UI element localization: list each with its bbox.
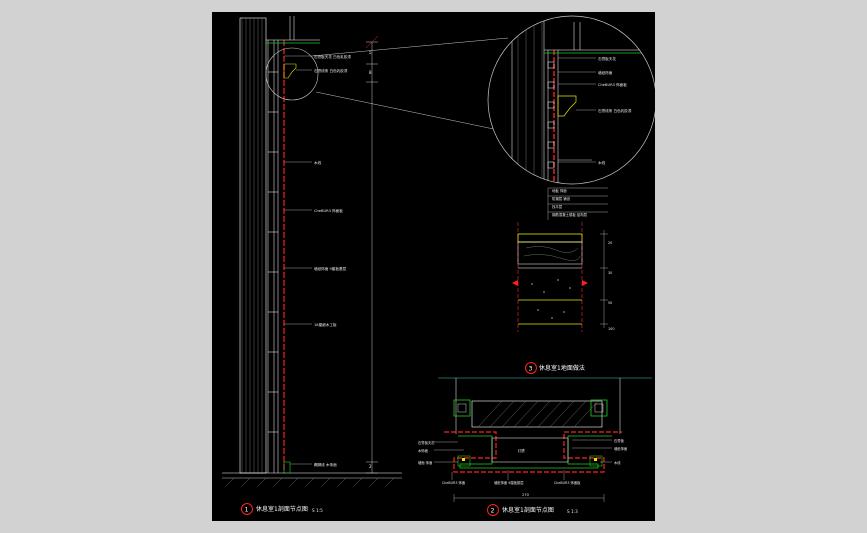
plan-label-bottom-mid: 墙纸饰面 9厘板基层 bbox=[494, 480, 524, 485]
floor-section: 地板 饰面 防潮层 铺设 找平层 钢筋混凝土楼板 结构层 bbox=[512, 187, 614, 332]
cad-drawing: 石膏板天花 白色乳胶漆 石膏线条 白色乳胶漆 木线 CheBUR3 饰面板 墙纸… bbox=[222, 15, 655, 516]
label-ceiling: 石膏板天花 白色乳胶漆 bbox=[314, 54, 351, 59]
plan-label-left-mid: 木饰面 bbox=[418, 448, 429, 453]
view-title-1: 1 休息室1剖面节点图 S 1:5 bbox=[241, 503, 323, 515]
plan-label-right-low: 木线 bbox=[614, 460, 621, 465]
plan-detail: 石膏板天花 木饰面 墙面 饰面 灯槽 石膏板 墙纸饰面 木线 CheBUR3 饰… bbox=[418, 377, 652, 502]
svg-text:休息室1剖面节点图: 休息室1剖面节点图 bbox=[256, 505, 308, 513]
section-leaders bbox=[284, 55, 312, 465]
floor-dim-2: 30 bbox=[608, 271, 612, 275]
floor-label-3: 找平层 bbox=[552, 204, 563, 209]
plan-label-bottom-left: CheBUR3 饰面 bbox=[442, 480, 466, 485]
label-cornice: 石膏线条 白色乳胶漆 bbox=[314, 68, 348, 73]
view-title-2: 2 休息室1剖面节点图 S 1:3 bbox=[487, 504, 578, 516]
svg-text:S 1:5: S 1:5 bbox=[312, 508, 323, 513]
plan-label-right-top: 石膏板 bbox=[614, 438, 625, 443]
svg-text:休息室1地面做法: 休息室1地面做法 bbox=[539, 364, 585, 372]
svg-text:休息室1剖面节点图: 休息室1剖面节点图 bbox=[502, 506, 554, 514]
plan-label-bottom-right: CheBUR3 饰面板 bbox=[554, 480, 581, 485]
dim-a: 5 bbox=[369, 50, 372, 55]
floor-label-4: 钢筋混凝土楼板 结构层 bbox=[552, 212, 588, 217]
detail-label-b: CheBUR3 饰面板 bbox=[598, 82, 627, 87]
floor-dim-4: 100 bbox=[608, 327, 614, 331]
svg-text:S 1:3: S 1:3 bbox=[567, 509, 578, 514]
floor-label-1: 地板 饰面 bbox=[552, 188, 567, 193]
dim-c: 2 bbox=[369, 464, 372, 469]
detail-label-top: 石膏板天花 bbox=[598, 56, 616, 61]
plan-label-center: 灯槽 bbox=[518, 448, 525, 453]
label-rail: 木线 bbox=[314, 160, 322, 165]
svg-text:1: 1 bbox=[245, 507, 249, 514]
detail-label-a: 墙纸饰面 bbox=[598, 70, 613, 75]
dim-b: 8 bbox=[369, 70, 372, 75]
svg-text:2: 2 bbox=[491, 508, 495, 515]
plan-label-right-mid: 墙纸饰面 bbox=[614, 446, 628, 451]
label-skirting: 踢脚线 木饰面 bbox=[314, 462, 337, 467]
wall-hatch bbox=[241, 18, 263, 473]
wall-section bbox=[222, 16, 402, 487]
detail-circle: 石膏板天花 墙纸饰面 CheBUR3 饰面板 石膏线条 白色乳胶漆 木线 bbox=[487, 15, 655, 185]
detail-label-c: 石膏线条 白色乳胶漆 bbox=[598, 108, 632, 113]
zoom-circle-small bbox=[265, 47, 319, 101]
section-dimension bbox=[365, 35, 379, 474]
detail-label-d: 木线 bbox=[598, 160, 606, 165]
plan-dim: 270 bbox=[522, 493, 530, 497]
svg-text:3: 3 bbox=[529, 366, 533, 373]
floor-dim-3: 50 bbox=[608, 301, 612, 305]
plan-label-left-top: 石膏板天花 bbox=[418, 440, 435, 445]
label-wallpaper: 墙纸饰面 9厘板基层 bbox=[314, 266, 347, 271]
view-title-3: 3 休息室1地面做法 bbox=[525, 362, 585, 374]
label-panel: CheBUR3 饰面板 bbox=[314, 208, 343, 213]
floor-dim-1: 20 bbox=[608, 241, 612, 245]
label-base: 18厘细木工板 bbox=[314, 322, 337, 327]
floor-label-2: 防潮层 铺设 bbox=[552, 196, 571, 201]
plan-label-left-low: 墙面 饰面 bbox=[418, 460, 433, 465]
